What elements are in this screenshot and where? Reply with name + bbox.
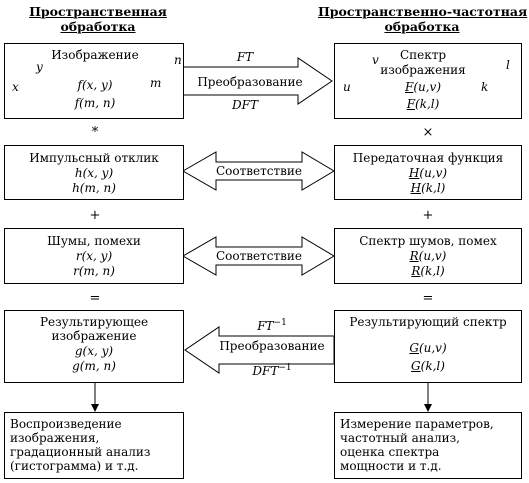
plus-operator-left: + — [89, 208, 101, 223]
plus-operator-right: + — [422, 208, 434, 223]
spectrum-analysis-line-1: Измерение параметров, — [340, 417, 494, 431]
multiplication-operator: × — [422, 125, 434, 140]
inverse-ft-label: FT−1 — [257, 318, 287, 333]
result-image-box — [4, 310, 184, 383]
axis-u-label: u — [343, 80, 351, 94]
image-box — [4, 43, 184, 119]
spectrum-title-2: изображения — [380, 63, 466, 77]
result-spectrum-discrete: G(k,l) — [411, 359, 445, 373]
result-image-title-2: изображение — [51, 329, 137, 343]
spectrum-analysis-line-4: мощности и т.д. — [340, 459, 442, 473]
result-func-continuous: g(x, y) — [74, 344, 114, 358]
result-spectrum-box — [334, 310, 522, 383]
noise-func-discrete: r(m, n) — [73, 264, 115, 278]
transfer-func-discrete: H(k,l) — [410, 181, 446, 195]
left-header-line-2: обработка — [60, 19, 136, 34]
right-header-line-2: обработка — [384, 19, 460, 34]
spectrum-analysis-line-3: оценка спектра — [340, 445, 440, 459]
spectrum-title-1: Спектр — [399, 48, 447, 62]
transfer-function-title: Передаточная функция — [352, 151, 504, 165]
spectrum-func-discrete: F(k,l) — [406, 97, 440, 111]
right-header-line-1: Пространственно-частотная — [318, 4, 528, 19]
left-column-header: Пространственная обработка — [8, 4, 188, 34]
spectrum-func-continuous: F(u,v) — [404, 80, 441, 94]
axis-x-label: x — [12, 80, 19, 94]
result-func-discrete: g(m, n) — [72, 359, 116, 373]
result-spectrum-title: Результирующий спектр — [349, 315, 507, 329]
noise-spectrum-title: Спектр шумов, помех — [359, 234, 497, 248]
inverse-transform-label: Преобразование — [219, 339, 325, 353]
axis-l-label: l — [506, 58, 510, 72]
down-arrow-left — [91, 404, 99, 412]
transform-arrow — [182, 57, 333, 105]
impulse-func-discrete: h(m, n) — [72, 181, 116, 195]
image-analysis-line-1: Воспроизведение — [10, 417, 122, 431]
image-analysis-line-3: градационный анализ — [10, 445, 151, 459]
spectrum-analysis-line-2: частотный анализ, — [340, 431, 460, 445]
inverse-transform-arrow — [184, 326, 335, 374]
axis-k-label: k — [481, 80, 489, 94]
image-analysis-line-2: изображения, — [10, 431, 100, 445]
image-analysis-box — [4, 412, 184, 479]
down-arrow-right — [424, 404, 432, 412]
right-column-header: Пространственно-частотная обработка — [318, 4, 528, 34]
result-image-title-1: Результирующее — [39, 315, 149, 329]
transfer-function-box — [334, 145, 522, 200]
noise-title: Шумы, помехи — [47, 234, 141, 248]
result-spectrum-continuous: G(u,v) — [409, 341, 447, 355]
noise-func-continuous: r(x, y) — [75, 249, 113, 263]
dft-label: DFT — [232, 98, 258, 112]
axis-v-label: v — [372, 53, 379, 67]
noise-box — [4, 228, 184, 284]
left-header-line-1: Пространственная — [29, 4, 167, 19]
transfer-func-continuous: H(u,v) — [408, 166, 448, 180]
impulse-response-box — [4, 145, 184, 200]
impulse-func-continuous: h(x, y) — [74, 166, 114, 180]
spectrum-box — [334, 43, 522, 119]
spectrum-analysis-box — [334, 412, 522, 479]
correspondence-label-2: Соответствие — [216, 249, 302, 263]
impulse-response-title: Импульсный отклик — [29, 151, 159, 165]
noise-spectrum-box — [334, 228, 522, 284]
ft-label: FT — [236, 50, 254, 64]
image-title: Изображение — [51, 48, 139, 62]
equals-operator-right: = — [422, 291, 434, 306]
equals-operator-left: = — [89, 291, 101, 306]
axis-y-label: y — [36, 60, 43, 74]
correspondence-label-1: Соответствие — [216, 164, 302, 178]
noise-spectrum-continuous: R(u,v) — [409, 249, 447, 263]
image-func-continuous: f(x, y) — [77, 78, 113, 92]
convolution-operator: * — [91, 125, 99, 140]
image-func-discrete: f(m, n) — [74, 96, 116, 110]
axis-n-label: n — [174, 53, 182, 67]
image-analysis-line-4: (гистограмма) и т.д. — [10, 459, 139, 473]
axis-m-label: m — [150, 76, 162, 90]
noise-spectrum-discrete: R(k,l) — [411, 264, 445, 278]
transform-label: Преобразование — [197, 75, 303, 89]
inverse-dft-label: DFT−1 — [252, 363, 292, 378]
